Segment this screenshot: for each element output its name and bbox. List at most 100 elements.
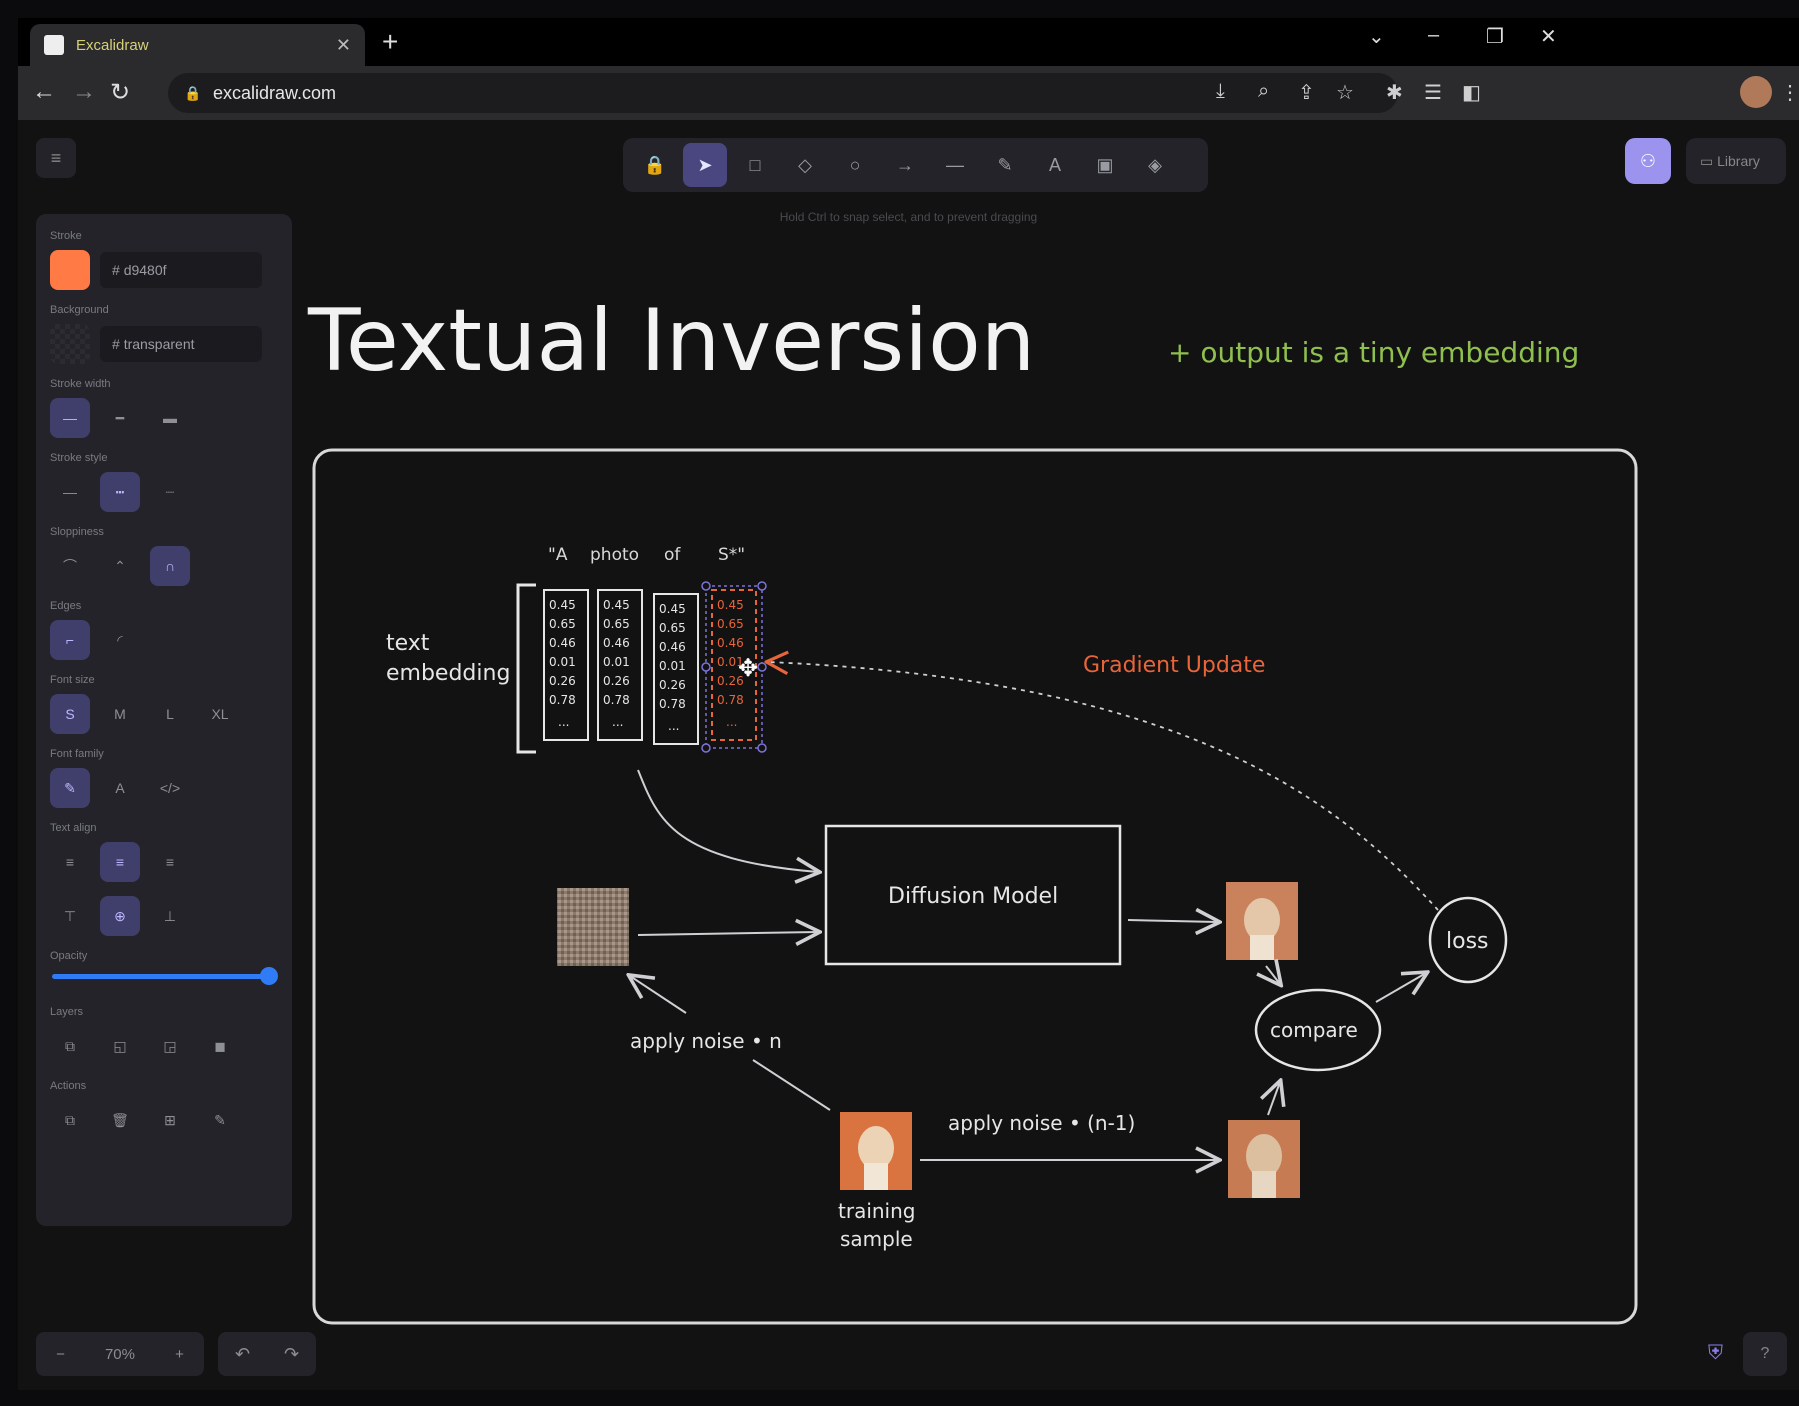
embedding-column-3[interactable]: 0.45 0.65 0.46 0.01 0.26 0.78 ... bbox=[653, 593, 699, 745]
training-label-1[interactable]: training bbox=[838, 1199, 915, 1223]
diffusion-model-label[interactable]: Diffusion Model bbox=[888, 884, 1058, 909]
diagram-frame[interactable] bbox=[312, 448, 1638, 1325]
gradient-update-arrow[interactable] bbox=[768, 662, 1439, 911]
stroke-width-thin-button[interactable]: — bbox=[50, 398, 90, 438]
share-icon[interactable]: ⇪ bbox=[1298, 82, 1315, 104]
noisy-to-compare-arrow[interactable] bbox=[1268, 1082, 1280, 1116]
drawing-canvas[interactable]: Textual Inversion + output is a tiny emb… bbox=[18, 120, 1799, 1390]
reload-icon[interactable]: ↻ bbox=[110, 79, 131, 106]
noise-n-minus-1-label[interactable]: apply noise • (n-1) bbox=[948, 1111, 1135, 1135]
sloppiness-cartoonist-button[interactable]: ∩ bbox=[150, 546, 190, 586]
font-hand-drawn-button[interactable]: ✎ bbox=[50, 768, 90, 808]
noisy-n-minus-1-image[interactable] bbox=[1228, 1120, 1300, 1198]
undo-button[interactable]: ↶ bbox=[234, 1343, 251, 1364]
text-tool[interactable]: A bbox=[1048, 155, 1061, 175]
close-tab-icon[interactable]: ✕ bbox=[335, 34, 351, 55]
zoom-icon[interactable]: ⌕ bbox=[1258, 80, 1270, 102]
embedding-column-2[interactable]: 0.45 0.65 0.46 0.01 0.26 0.78 ... bbox=[597, 589, 643, 741]
sloppiness-architect-button[interactable]: ⌒ bbox=[63, 558, 77, 574]
stroke-style-dotted-button[interactable]: ┈ bbox=[165, 484, 175, 500]
noise-to-model-arrow[interactable] bbox=[637, 932, 818, 935]
opacity-slider[interactable] bbox=[50, 967, 278, 985]
restore-icon[interactable]: ❐ bbox=[1486, 26, 1504, 48]
stroke-width-bold-button[interactable]: ━ bbox=[115, 410, 125, 426]
font-size-m-button[interactable]: M bbox=[114, 706, 126, 722]
token-of[interactable]: of bbox=[664, 545, 681, 565]
compare-node[interactable] bbox=[1254, 988, 1382, 1072]
ellipse-tool[interactable]: ○ bbox=[849, 155, 861, 175]
font-code-button[interactable]: </> bbox=[159, 780, 181, 796]
new-tab-button[interactable]: + bbox=[382, 26, 399, 57]
install-icon[interactable]: ⤓ bbox=[1216, 80, 1225, 102]
training-label-2[interactable]: sample bbox=[840, 1227, 913, 1251]
zoom-in-button[interactable]: + bbox=[175, 1345, 184, 1363]
embedding-column-s-star-selected[interactable]: 0.45 0.65 0.46 0.01 0.26 0.78 ... ✥ bbox=[701, 581, 767, 753]
selection-tool[interactable]: ➤ bbox=[683, 143, 727, 187]
font-size-s-button[interactable]: S bbox=[50, 694, 90, 734]
stroke-style-solid-button[interactable]: — bbox=[63, 484, 77, 500]
zoom-out-button[interactable]: − bbox=[56, 1345, 65, 1363]
forward-icon[interactable]: → bbox=[72, 78, 96, 105]
diffusion-model-box[interactable] bbox=[824, 824, 1122, 966]
model-to-output-arrow[interactable] bbox=[1127, 920, 1218, 922]
extensions-icon[interactable]: ✱ bbox=[1386, 82, 1403, 104]
gradient-update-label[interactable]: Gradient Update bbox=[1083, 653, 1265, 678]
group-button[interactable]: ⊞ bbox=[164, 1112, 176, 1128]
help-button[interactable]: ? bbox=[1743, 1332, 1787, 1376]
zoom-level[interactable]: 70% bbox=[104, 1345, 135, 1363]
eraser-tool[interactable]: ◈ bbox=[1148, 155, 1162, 175]
draw-tool[interactable]: ✎ bbox=[997, 155, 1013, 175]
edges-round-button[interactable]: ◜ bbox=[117, 632, 123, 648]
sloppiness-artist-button[interactable]: ⌃ bbox=[114, 558, 126, 574]
bookmark-star-icon[interactable]: ☆ bbox=[1336, 82, 1354, 104]
embedding-to-model-arrow[interactable] bbox=[637, 769, 818, 872]
font-normal-button[interactable]: A bbox=[115, 780, 125, 796]
canvas-title[interactable]: Textual Inversion bbox=[307, 291, 1035, 391]
compare-to-loss-arrow[interactable] bbox=[1375, 973, 1426, 1003]
diamond-tool[interactable]: ◇ bbox=[798, 155, 812, 175]
text-embedding-label-1[interactable]: text bbox=[386, 631, 430, 656]
link-button[interactable]: ✎ bbox=[214, 1112, 226, 1128]
stroke-width-extra-bold-button[interactable]: ▬ bbox=[163, 410, 177, 426]
send-backward-button[interactable]: ◱ bbox=[113, 1038, 127, 1054]
minimize-icon[interactable]: – bbox=[1428, 24, 1440, 46]
stroke-color-swatch[interactable] bbox=[50, 250, 90, 290]
stroke-style-dashed-button[interactable]: ┅ bbox=[100, 472, 140, 512]
back-icon[interactable]: ← bbox=[32, 78, 56, 105]
training-sample-image[interactable] bbox=[840, 1112, 912, 1190]
url-field[interactable]: 🔒 excalidraw.com bbox=[168, 73, 1398, 113]
embedding-column-1[interactable]: 0.45 0.65 0.46 0.01 0.26 0.78 ... bbox=[543, 589, 589, 741]
output-image[interactable] bbox=[1226, 882, 1298, 960]
shield-icon[interactable]: ⛨ bbox=[1708, 1342, 1723, 1364]
align-left-button[interactable]: ≡ bbox=[65, 854, 75, 870]
lock-tool[interactable]: 🔒 bbox=[643, 155, 667, 175]
token-a[interactable]: "A bbox=[548, 545, 568, 565]
stroke-hex-input[interactable]: # d9480f bbox=[100, 252, 262, 288]
main-menu-button[interactable]: ≡ bbox=[36, 138, 76, 178]
loss-label[interactable]: loss bbox=[1446, 929, 1489, 954]
line-tool[interactable]: — bbox=[946, 155, 964, 175]
rectangle-tool[interactable]: □ bbox=[749, 155, 761, 175]
loss-node[interactable] bbox=[1428, 896, 1508, 984]
background-color-swatch[interactable] bbox=[50, 324, 90, 364]
more-menu-icon[interactable]: ⋮ bbox=[1780, 82, 1799, 104]
collaborate-button[interactable]: ⚇ bbox=[1625, 138, 1671, 184]
duplicate-button[interactable]: ⧉ bbox=[65, 1112, 75, 1128]
font-size-xl-button[interactable]: XL bbox=[211, 706, 229, 722]
align-top-button[interactable]: ⊤ bbox=[63, 908, 77, 924]
reading-list-icon[interactable]: ☰ bbox=[1424, 82, 1442, 104]
arrow-tool[interactable]: → bbox=[896, 155, 914, 175]
noise-arrow-lower[interactable] bbox=[752, 1059, 831, 1111]
output-to-compare-arrow[interactable] bbox=[1266, 966, 1280, 984]
align-middle-button[interactable]: ⊕ bbox=[100, 896, 140, 936]
font-size-l-button[interactable]: L bbox=[166, 706, 174, 722]
bring-to-front-button[interactable]: ◼ bbox=[214, 1038, 226, 1054]
browser-tab[interactable]: Excalidraw ✕ bbox=[30, 24, 365, 66]
canvas-note[interactable]: + output is a tiny embedding bbox=[1168, 336, 1579, 369]
text-embedding-label-2[interactable]: embedding bbox=[386, 661, 510, 686]
redo-button[interactable]: ↷ bbox=[283, 1343, 300, 1364]
library-button[interactable]: ▭ Library bbox=[1686, 138, 1786, 184]
token-s-star[interactable]: S*" bbox=[718, 545, 745, 565]
align-center-button[interactable]: ≡ bbox=[100, 842, 140, 882]
noisy-image[interactable] bbox=[557, 888, 629, 966]
